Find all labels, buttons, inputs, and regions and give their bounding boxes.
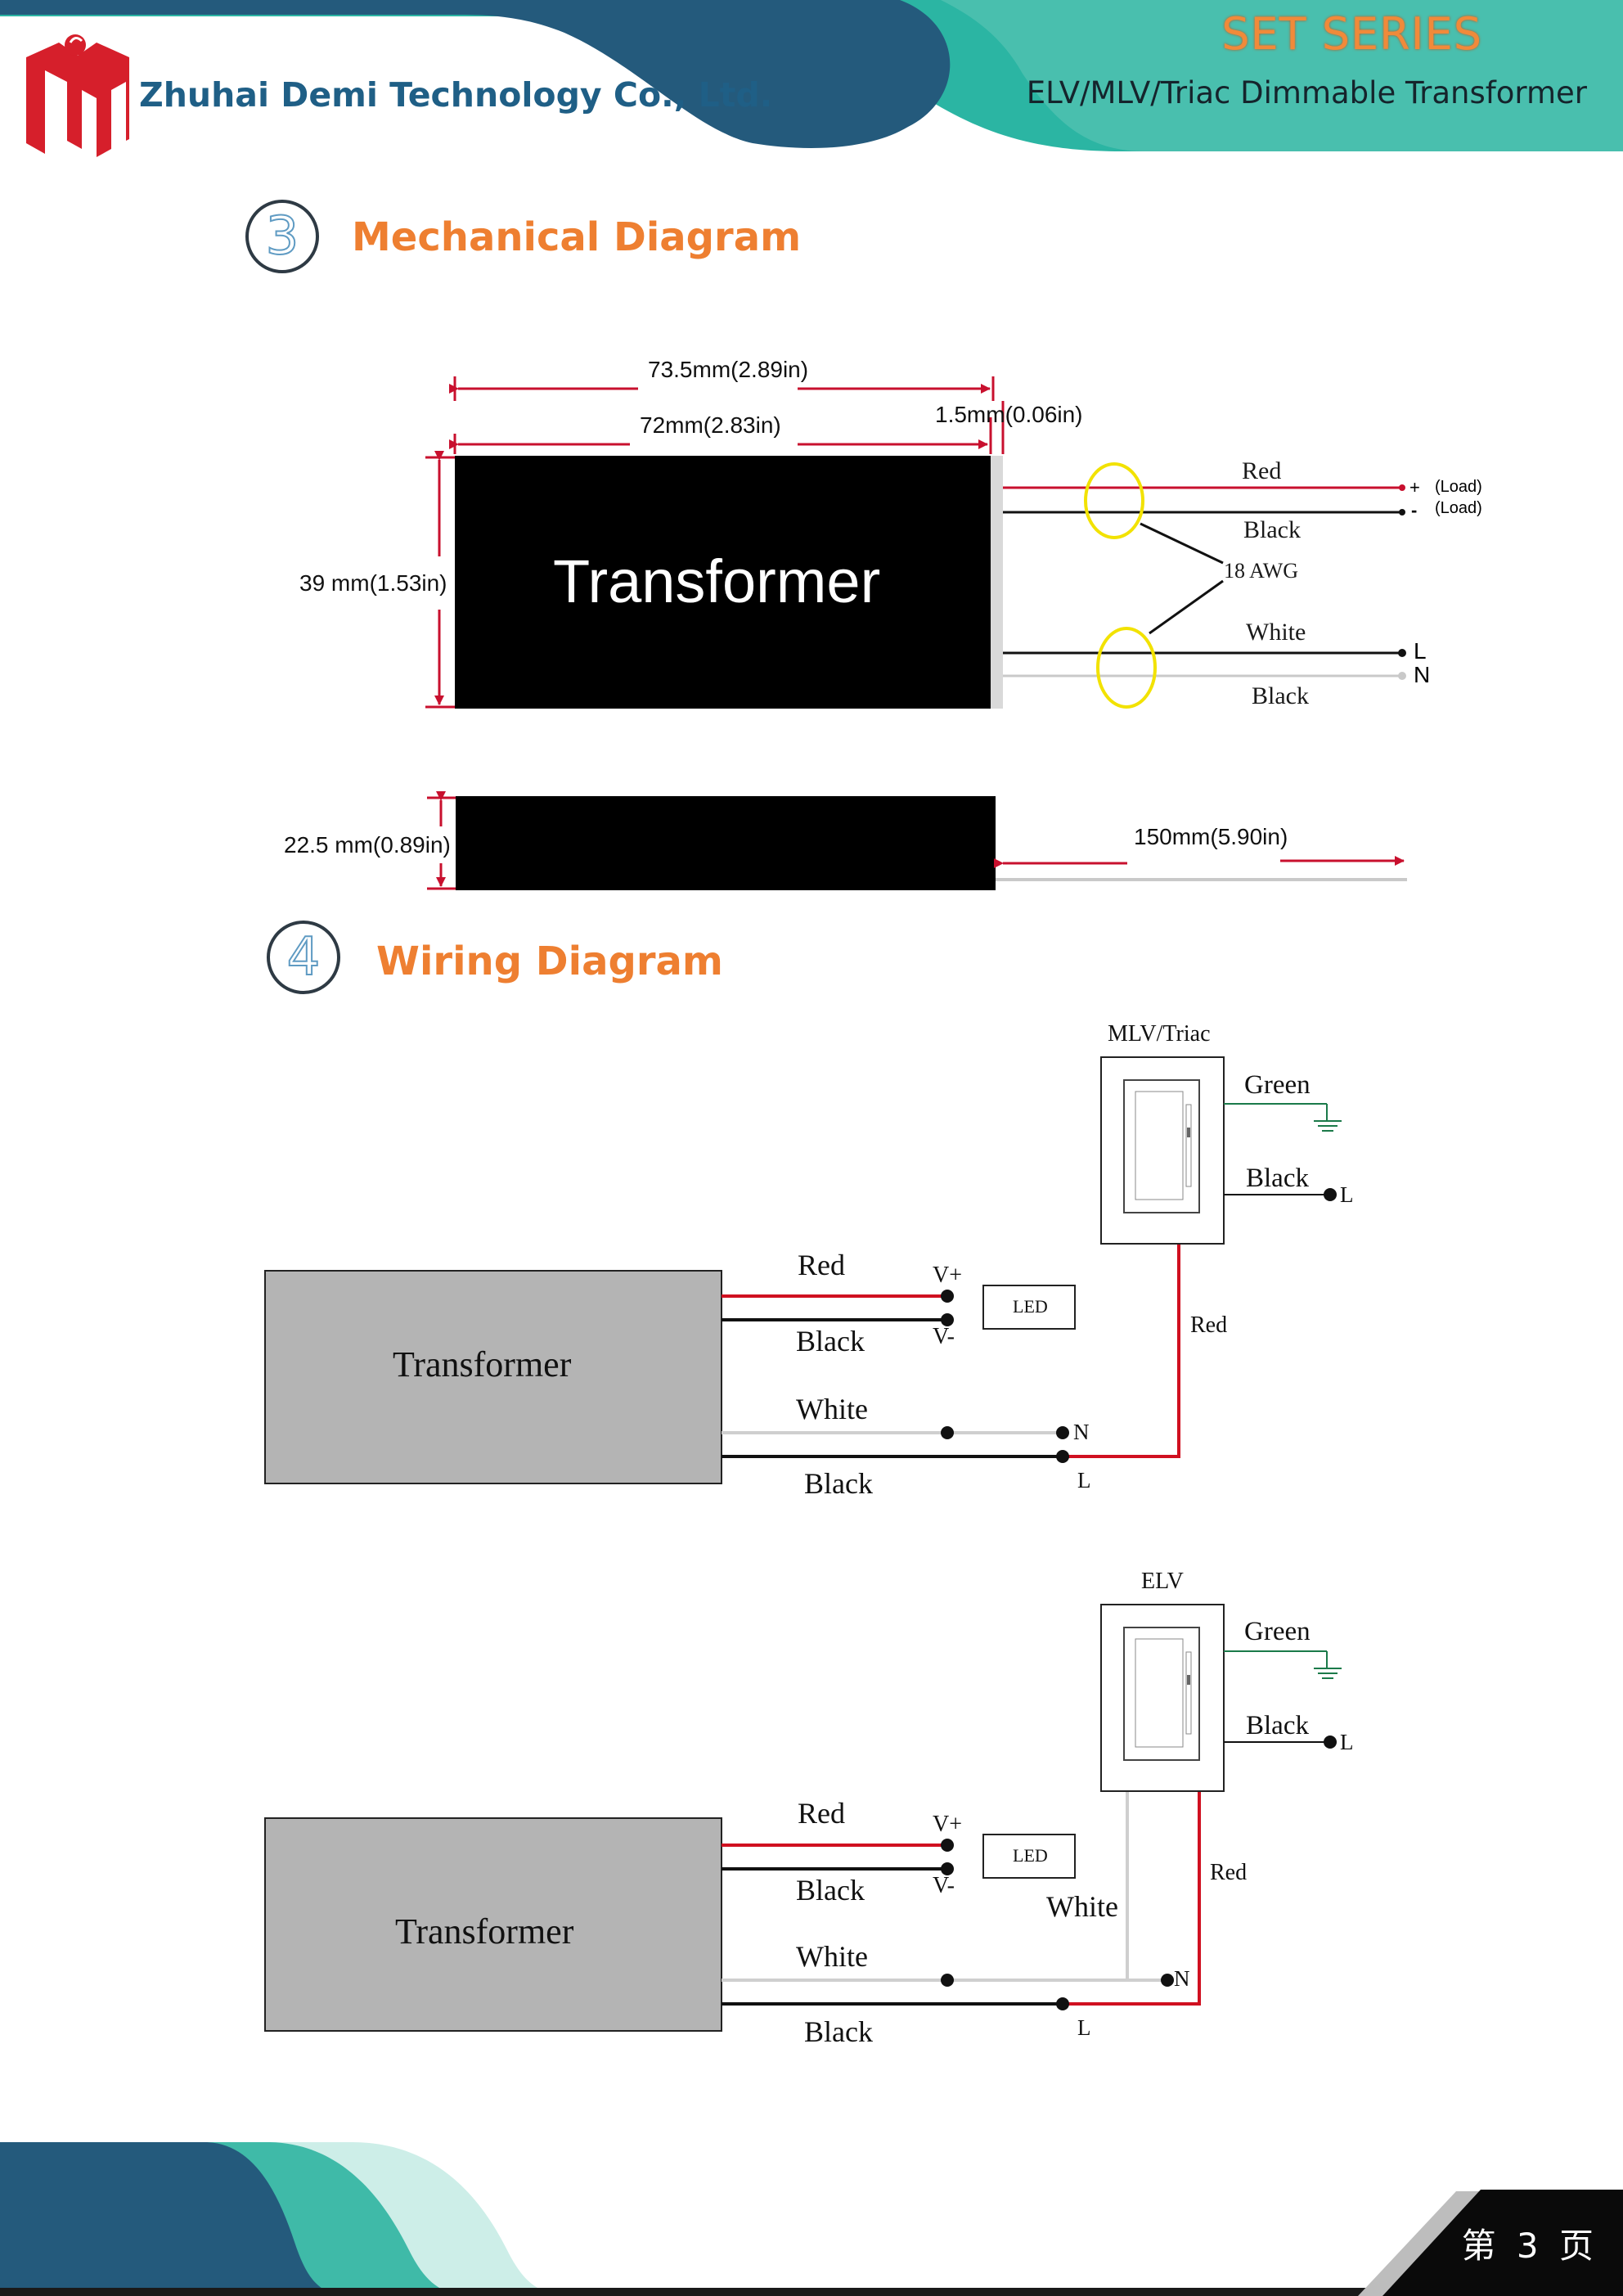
transformer-label: Transformer bbox=[395, 1911, 574, 1952]
terminal-vminus: V- bbox=[933, 1873, 955, 1898]
wire-label-black-in: Black bbox=[1252, 682, 1309, 709]
label-end-cap: 1.5mm(0.06in) bbox=[935, 402, 1083, 427]
transformer-box bbox=[264, 1270, 722, 1484]
wiring-diagrams bbox=[264, 1056, 1342, 2032]
terminal-N: N bbox=[1073, 1420, 1090, 1444]
led-label: LED bbox=[1013, 1296, 1048, 1317]
wire-label-white: White bbox=[796, 1393, 868, 1425]
section-number: 3 bbox=[265, 205, 300, 268]
terminal-L-dimmer: L bbox=[1340, 1182, 1354, 1207]
header-navy-band bbox=[0, 0, 951, 148]
output-wires bbox=[1003, 484, 1405, 515]
end-cap bbox=[991, 456, 1003, 709]
load-label-negative: (Load) bbox=[1435, 499, 1482, 517]
footer-bottom-rule bbox=[0, 2288, 1623, 2296]
wire-label-white-dimmer: White bbox=[1046, 1890, 1118, 1923]
led-box bbox=[982, 1834, 1076, 1879]
terminal-vminus: V- bbox=[933, 1324, 955, 1349]
terminal-vplus: V+ bbox=[933, 1263, 963, 1288]
terminal-N: N bbox=[1414, 662, 1431, 687]
terminal-dots bbox=[941, 1839, 1174, 2010]
wire-label-black-2: Black bbox=[804, 2015, 873, 2048]
footer-black-tab bbox=[1382, 2190, 1623, 2296]
label-wire-length: 150mm(5.90in) bbox=[1134, 824, 1288, 849]
transformer-label: Transformer bbox=[393, 1344, 572, 1384]
terminal-N: N bbox=[1174, 1966, 1190, 1991]
footer-navy-band bbox=[0, 2142, 352, 2296]
label-thickness: 22.5 mm(0.89in) bbox=[284, 832, 451, 858]
transformer-body-top bbox=[455, 456, 991, 709]
wire-label-black: Black bbox=[796, 1325, 865, 1357]
wire-label-red: Red bbox=[1242, 457, 1282, 484]
company-logo bbox=[26, 34, 129, 157]
section-number-badge: 3 bbox=[245, 200, 319, 273]
terminal-dots bbox=[941, 1290, 1069, 1463]
gauge-leader-top bbox=[1140, 522, 1224, 565]
wire-label-green: Green bbox=[1244, 1617, 1311, 1646]
gauge-leader-bottom bbox=[1149, 579, 1224, 635]
wire-label-black-out: Black bbox=[1243, 516, 1301, 543]
terminal-L-dimmer: L bbox=[1340, 1730, 1354, 1754]
wire-label-black-dimmer: Black bbox=[1246, 1164, 1309, 1193]
wiring-diagram-mlv bbox=[264, 1056, 1342, 1484]
wire-label-white: White bbox=[796, 1940, 868, 1973]
wire-label-green: Green bbox=[1244, 1070, 1311, 1100]
wire-label-red-dimmer: Red bbox=[1210, 1860, 1248, 1885]
section-number-badge: 4 bbox=[267, 921, 340, 994]
header-light-band bbox=[941, 0, 1623, 151]
load-minus-sign: - bbox=[1411, 500, 1418, 520]
company-name: Zhuhai Demi Technology Co., Ltd. bbox=[139, 75, 773, 115]
wire-label-black-2: Black bbox=[804, 1467, 873, 1500]
dimension-height bbox=[425, 451, 455, 709]
wire-label-black-dimmer: Black bbox=[1246, 1711, 1309, 1740]
footer-banner bbox=[0, 2142, 1623, 2296]
dimension-overall-length bbox=[449, 376, 995, 401]
series-title: SET SERIES bbox=[1221, 8, 1482, 60]
terminal-L: L bbox=[1414, 638, 1427, 664]
dimension-body-length bbox=[449, 401, 1005, 454]
section-title-wiring: Wiring Diagram bbox=[376, 939, 723, 984]
label-body-length: 72mm(2.83in) bbox=[640, 412, 781, 438]
page-number: 第 3 页 bbox=[1461, 2226, 1598, 2266]
transformer-label-top: Transformer bbox=[553, 547, 881, 615]
wiring-diagram-elv bbox=[264, 1604, 1342, 2032]
mechanical-diagram bbox=[425, 376, 1407, 890]
terminal-L: L bbox=[1077, 2015, 1091, 2040]
wire-highlight-output bbox=[1084, 462, 1144, 539]
label-height: 39 mm(1.53in) bbox=[299, 570, 447, 596]
dimmer-label: MLV/Triac bbox=[1108, 1021, 1211, 1047]
dimension-wire-length bbox=[994, 856, 1405, 868]
transformer-box bbox=[264, 1817, 722, 2032]
led-box bbox=[982, 1285, 1076, 1330]
label-overall-length: 73.5mm(2.89in) bbox=[648, 357, 809, 382]
dimension-thickness bbox=[427, 791, 456, 890]
wire-label-white: White bbox=[1246, 619, 1306, 646]
wire-label-red: Red bbox=[798, 1797, 845, 1830]
led-label: LED bbox=[1013, 1845, 1048, 1866]
input-wires bbox=[1003, 649, 1406, 680]
section-number: 4 bbox=[286, 926, 321, 988]
series-subtitle: ELV/MLV/Triac Dimmable Transformer bbox=[1026, 75, 1587, 110]
transformer-body-side bbox=[456, 796, 996, 890]
wire-label-red-dimmer: Red bbox=[1190, 1312, 1228, 1338]
terminal-vplus: V+ bbox=[933, 1812, 963, 1837]
wire-gauge-label: 18 AWG bbox=[1224, 559, 1299, 583]
ground-icon bbox=[1314, 1120, 1342, 1132]
wire-highlight-input bbox=[1096, 627, 1157, 709]
terminal-L: L bbox=[1077, 1468, 1091, 1492]
load-label-positive: (Load) bbox=[1435, 478, 1482, 496]
ground-icon bbox=[1314, 1668, 1342, 1679]
wire-label-black: Black bbox=[796, 1874, 865, 1907]
section-title-mechanical: Mechanical Diagram bbox=[352, 214, 802, 260]
header-banner bbox=[0, 0, 1623, 157]
wire-label-red: Red bbox=[798, 1249, 845, 1281]
dimmer-label: ELV bbox=[1141, 1569, 1184, 1594]
load-plus-sign: + bbox=[1409, 477, 1420, 497]
